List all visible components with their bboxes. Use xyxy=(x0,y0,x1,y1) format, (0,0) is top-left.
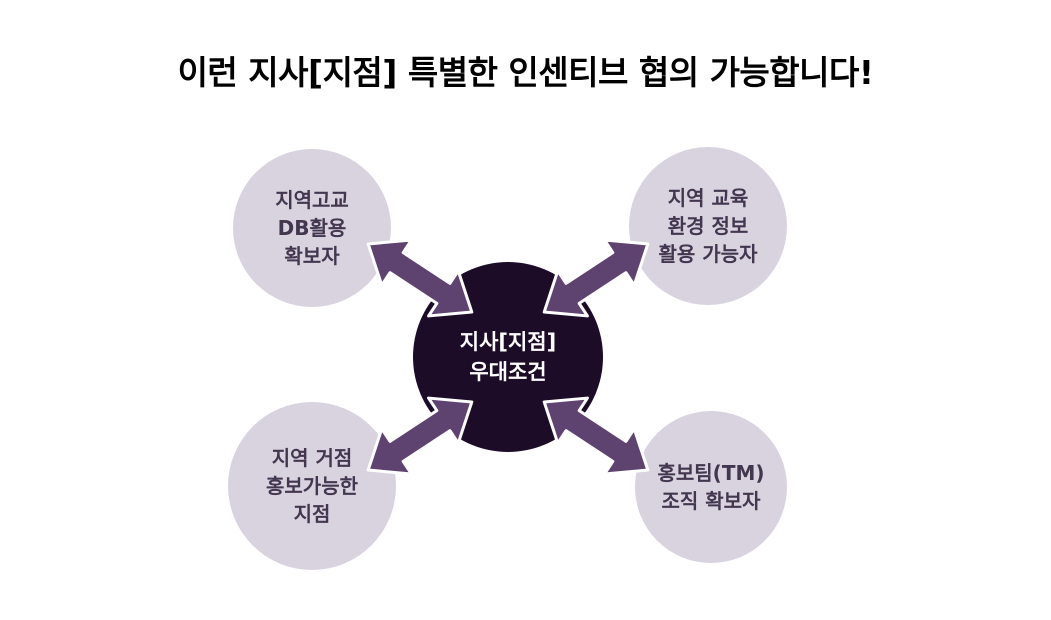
node-top-left-label: 지역고교 DB활용 확보자 xyxy=(275,188,349,268)
node-bottom-right-label: 홍보팀(TM) 조직 확보자 xyxy=(657,461,765,513)
node-top-right: 지역 교육 환경 정보 활용 가능자 xyxy=(629,147,787,305)
center-hub-label: 지사[지점] 우대조건 xyxy=(459,329,557,384)
node-top-left: 지역고교 DB활용 확보자 xyxy=(233,149,391,307)
node-bottom-right: 홍보팀(TM) 조직 확보자 xyxy=(635,411,787,563)
node-top-right-label: 지역 교육 환경 정보 활용 가능자 xyxy=(658,186,758,266)
center-hub: 지사[지점] 우대조건 xyxy=(413,262,603,452)
node-bottom-left-label: 지역 거점 홍보가능한 지점 xyxy=(266,446,358,526)
node-bottom-left: 지역 거점 홍보가능한 지점 xyxy=(228,402,396,570)
slide-title: 이런 지사[지점] 특별한 인센티브 협의 가능합니다! xyxy=(177,53,874,92)
